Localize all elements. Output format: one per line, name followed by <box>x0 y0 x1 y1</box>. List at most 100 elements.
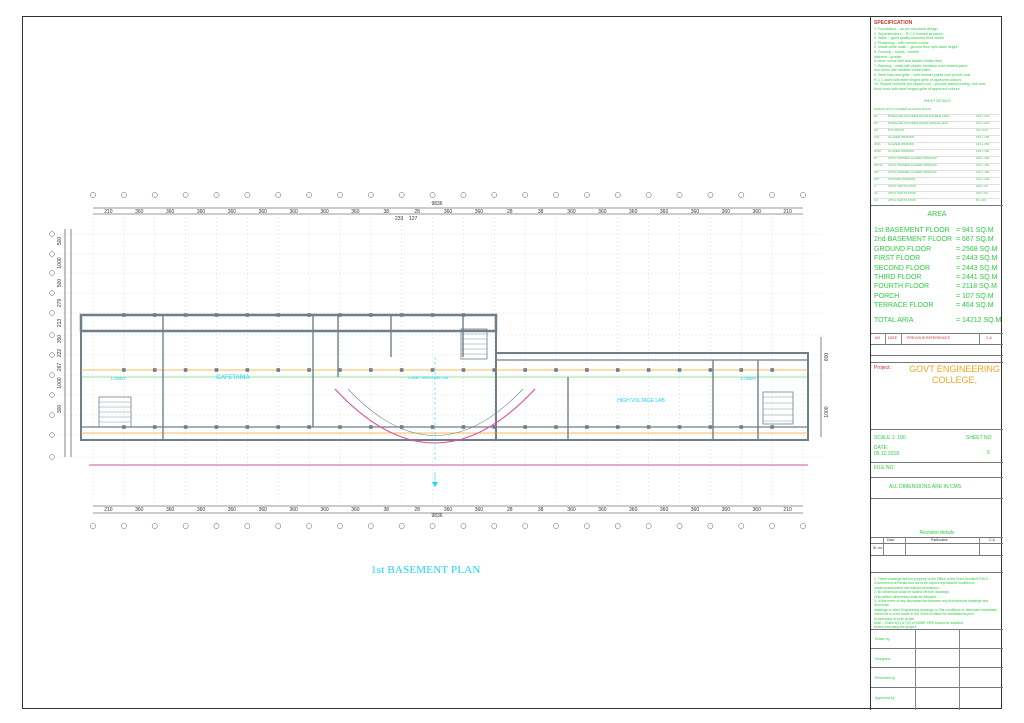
bay-dimension-label: 360 <box>135 209 144 215</box>
area-row: FIRST FLOOR= 2443 SQ.M <box>874 255 1002 265</box>
grid-bubble-top <box>337 192 343 198</box>
schedule-subhead-text: DR&HS UPVC FRAMED GLAZING DOOR <box>874 107 932 111</box>
column <box>739 368 744 372</box>
bay-dimension-label: 360 <box>289 209 298 215</box>
specification-item: 8. Steel hats and grills :- with enamel … <box>874 72 971 77</box>
grid-bubble-bottom <box>769 523 775 529</box>
grid-bubble-bottom <box>337 523 343 529</box>
scale-label: SCALE 1: 100 <box>874 435 906 441</box>
schedule-description: UPVC FRAMED GLAZED WINDOW <box>888 156 937 160</box>
bay-dimension-label: 360 <box>444 209 453 215</box>
bay-dimension-label: 360 <box>351 507 360 513</box>
area-floor-value: = 464 SQ.M <box>956 302 994 310</box>
schedule-description: GLAZED WINDOW <box>888 135 914 139</box>
area-row: GROUND FLOOR= 2568 SQ.M <box>874 246 1002 256</box>
left-dimension-label: 300 <box>57 405 63 414</box>
bay-dimension-label: 360 <box>598 507 607 513</box>
grid-bubble-bottom <box>676 523 683 529</box>
schedule-row: W UPVC FRAMED GLAZED WINDOW 200 x 150 <box>874 156 1000 164</box>
bay-dimension-label: 28 <box>507 507 513 513</box>
grid-bubble-bottom <box>368 523 374 529</box>
specification-item: iron doors with weather shield paint <box>874 68 931 73</box>
bay-dimension-label: 210 <box>104 507 113 513</box>
note-line: 1. These drawings are the property of th… <box>874 577 989 581</box>
bay-dimension-label: 360 <box>598 209 607 215</box>
bay-dimension-label: 360 <box>197 507 206 513</box>
area-floor-name: 2nd BASEMENT FLOOR <box>874 236 953 244</box>
area-floor-name: FIRST FLOOR <box>874 255 921 263</box>
note-line: Note :- Rules 5(2) & 7(2) of KMBR 1999 s… <box>874 621 963 626</box>
revision-date-col: Date <box>887 538 895 542</box>
area-floor-name: PORCH <box>874 292 900 300</box>
bay-dimension-label: 360 <box>722 209 731 215</box>
bay-dimension-label: 210 <box>104 209 113 215</box>
note-line: Government of Kerala and not to be copie… <box>874 581 975 586</box>
bay-dimension-label: 360 <box>259 507 268 513</box>
schedule-code: W <box>874 156 877 160</box>
schedule-description: GLAZED WINDOW <box>888 142 914 146</box>
column <box>122 368 126 372</box>
grid-bubble-top <box>213 192 220 198</box>
schedule-description: UPVC VENTILATOR <box>888 198 916 202</box>
schedule-description: UPVC FRAMED GLAZED WINDOW <box>888 163 937 167</box>
column <box>338 313 342 317</box>
column <box>461 368 466 372</box>
area-total-value: = 14212 SQ.M <box>956 317 1002 324</box>
column <box>245 368 250 372</box>
signature-label: Approved by <box>875 695 895 700</box>
area-floor-value: = 2118 SQ.M <box>956 283 997 291</box>
bay-dimension-label: 38 <box>383 507 389 513</box>
schedule-size: 200 x 150 <box>976 156 990 160</box>
grid-bubble-top <box>90 192 96 198</box>
grid-bubble-bottom <box>553 523 559 529</box>
area-floor-value: = 687 SQ.M <box>956 236 994 244</box>
column <box>152 368 157 372</box>
bay-dimension-label: 210 <box>783 209 792 215</box>
signature-label: Reviewed by <box>875 676 896 680</box>
grid-bubble-bottom <box>800 523 806 529</box>
left-dimension-label: 279 <box>57 299 63 308</box>
specification-item: 4. Plastering :- with cement mortar <box>874 40 929 45</box>
specification-item: R.C.C work with steel hinged grille of a… <box>874 77 962 82</box>
area-total-row: TOTAL ARIA = 14212 SQ.M <box>874 317 1002 327</box>
top-sub-dim-1: 233 <box>395 216 404 222</box>
schedule-size: 120 x 150 <box>976 142 990 146</box>
left-dimension-label: 222 <box>57 349 63 358</box>
grid-bubble-top <box>584 192 590 198</box>
bay-dimension-label: 360 <box>629 507 638 513</box>
bay-dimension-label: 28 <box>414 507 420 513</box>
grid-bubble-bottom <box>614 523 621 529</box>
left-dimension-label: 500 <box>57 279 63 288</box>
schedule-size: 75 x 210 <box>976 128 988 132</box>
note-line: 2. No dimension shall be scaled off from… <box>874 590 950 595</box>
bay-dimension-label: 360 <box>228 507 237 513</box>
bay-dimension-label: 38 <box>383 209 389 215</box>
schedule-description: PANELLED WOODEN DOOR SINGLE LEAF <box>888 121 949 125</box>
column <box>615 368 620 372</box>
room-label-lobby-below: LOBBY BEEN BELOW <box>408 375 449 380</box>
column <box>245 425 250 429</box>
grid-bubble-bottom <box>522 523 528 529</box>
area-row: SECOND FLOOR= 2443 SQ.M <box>874 265 1002 275</box>
column <box>677 368 682 372</box>
bay-dimension-label: 360 <box>444 507 453 513</box>
grid-bubble-bottom <box>460 523 467 529</box>
grid-bubble-bottom <box>213 523 220 529</box>
column <box>183 425 188 429</box>
grid-bubble-left <box>49 310 55 316</box>
revision-details-title: Revision details <box>919 530 955 536</box>
note-line: made unauthorized use without permission… <box>874 585 940 590</box>
grid-bubble-bottom <box>244 523 251 529</box>
column <box>770 368 774 372</box>
